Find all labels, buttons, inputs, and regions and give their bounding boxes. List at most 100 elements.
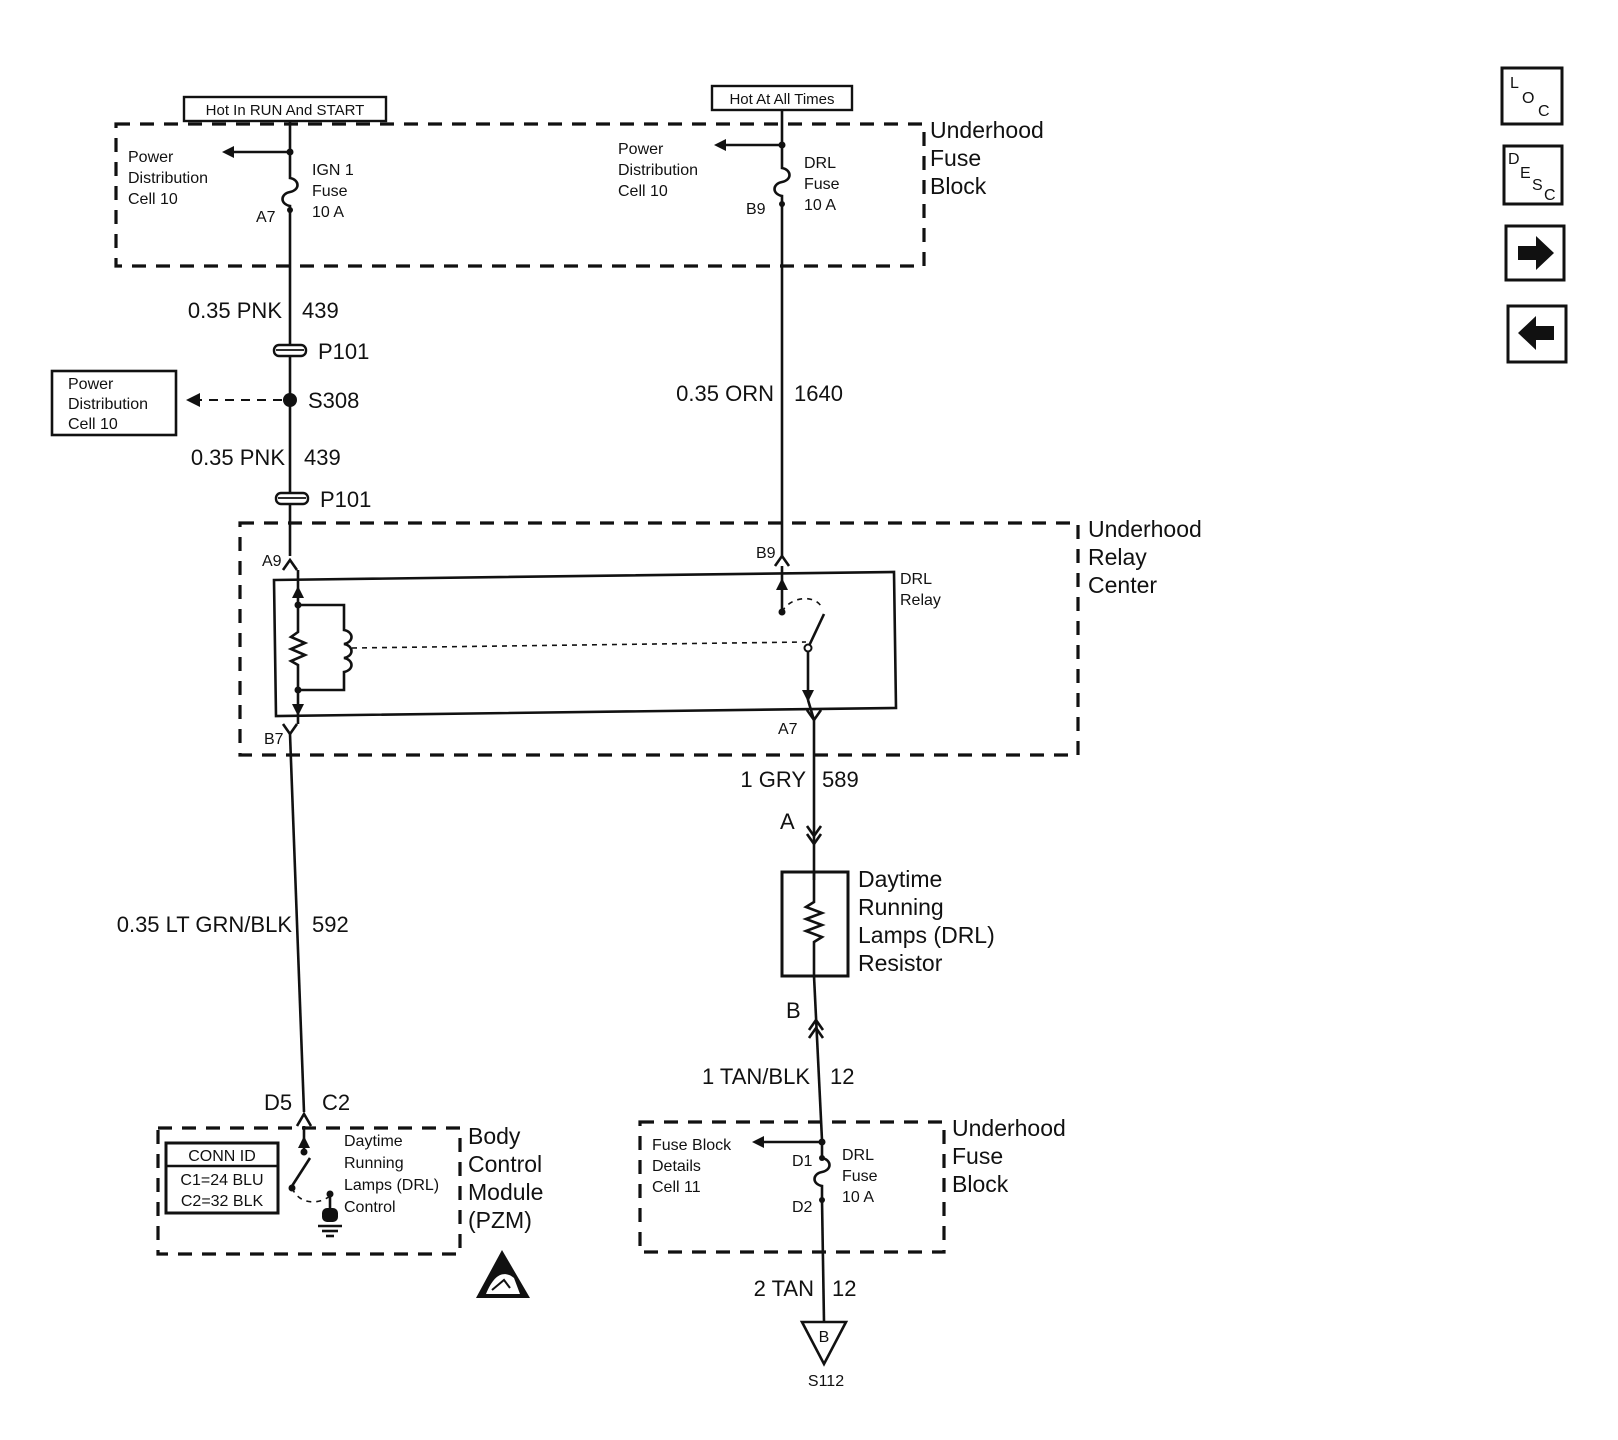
bcm-switch-top: [300, 1148, 308, 1156]
wire-589-color: 1 GRY: [740, 767, 806, 792]
pin-b7: B7: [264, 731, 284, 748]
pin-b-resistor: B: [786, 998, 801, 1023]
coil-arrow-top: [292, 586, 304, 598]
pin-c2: C2: [322, 1090, 350, 1115]
desc-s: S: [1532, 177, 1543, 194]
top-right-power-3: Cell 10: [618, 183, 668, 200]
ign1-fuse-1: IGN 1: [312, 162, 354, 179]
desc-c: C: [1544, 187, 1556, 204]
wire-12-tan-num: 12: [832, 1276, 856, 1301]
switch-out: [806, 699, 816, 721]
p101-connector-lower: [274, 491, 310, 506]
s308-label: S308: [308, 388, 359, 413]
p101-connector-upper: [272, 343, 308, 358]
side-box-line-1: Power: [68, 376, 114, 393]
loc-o: O: [1522, 90, 1534, 107]
wire-439-color-1: 0.35 PNK: [188, 298, 282, 323]
fuse-block-bottom-title-2: Fuse: [952, 1143, 1003, 1169]
details-arrow-head: [752, 1136, 764, 1148]
relay-linkage-dashed: [351, 641, 807, 649]
top-left-arrow-head: [222, 146, 234, 158]
wire-439-color-2: 0.35 PNK: [191, 445, 285, 470]
pin-b9-top: B9: [746, 201, 766, 218]
pin-a-resistor: A: [780, 809, 795, 834]
wire-439-num-1: 439: [302, 298, 339, 323]
switch-arrow-top: [776, 578, 788, 590]
wire-1640-num: 1640: [794, 381, 843, 406]
drl-fuse-bottom-3: 10 A: [842, 1189, 874, 1206]
loc-c: C: [1538, 103, 1550, 120]
bcm-control-1: Daytime: [344, 1133, 403, 1150]
top-right-arrow-head: [714, 139, 726, 151]
resistor-label-2: Running: [858, 894, 944, 920]
hot-run-start-label: Hot In RUN And START: [206, 102, 365, 119]
ground-s112: S112: [808, 1373, 844, 1390]
details-line-1: Fuse Block: [652, 1137, 732, 1154]
switch-arrow-bottom: [802, 690, 814, 702]
drl-relay-box: [272, 570, 898, 718]
wire-592-color: 0.35 LT GRN/BLK: [117, 912, 293, 937]
left-arrow-icon: [1518, 316, 1554, 350]
s308-side-box: [50, 369, 178, 437]
drl-fuse-symbol-bottom: [813, 1140, 831, 1200]
desc-button[interactable]: D E S C: [1502, 144, 1564, 206]
pin-a-connector-1: [805, 825, 823, 839]
drl-fuse-bottom-2: Fuse: [842, 1168, 878, 1185]
a9-connector: [281, 557, 299, 571]
resistor-label-4: Resistor: [858, 950, 943, 976]
fuse-block-bottom-title-1: Underhood: [952, 1115, 1066, 1141]
pin-b9-relay: B9: [756, 545, 776, 562]
wire-b-out: [812, 975, 824, 1141]
prev-button[interactable]: [1506, 304, 1568, 364]
switch-blade: [806, 613, 826, 649]
wire-439-num-2: 439: [304, 445, 341, 470]
coil-arrow-bottom: [292, 704, 304, 716]
ign1-fuse-2: Fuse: [312, 183, 348, 200]
wire-592-num: 592: [312, 912, 349, 937]
hot-all-times-label: Hot At All Times: [729, 91, 834, 108]
wire-12-tanblk-color: 1 TAN/BLK: [702, 1064, 810, 1089]
b7-connector: [281, 723, 299, 737]
resistor-label-3: Lamps (DRL): [858, 922, 995, 948]
wire-592: [288, 733, 306, 1113]
bcm-title-3: Module: [468, 1179, 543, 1205]
underhood-fuse-block-bottom: [638, 1120, 946, 1254]
drl-fuse-top-2: Fuse: [804, 176, 840, 193]
drl-resistor-symbol: [802, 872, 826, 976]
loc-button[interactable]: L O C: [1500, 66, 1564, 126]
switch-dashed-arc: [781, 597, 823, 613]
bcm-title-1: Body: [468, 1123, 521, 1149]
esd-warning-icon: [476, 1250, 530, 1298]
conn-id-c2: C2=32 BLK: [181, 1193, 264, 1210]
drl-fuse-top-3: 10 A: [804, 197, 836, 214]
drl-fuse-pin-d1: [819, 1155, 825, 1161]
ground-b-letter: B: [819, 1329, 830, 1346]
wire-1640-color: 0.35 ORN: [676, 381, 774, 406]
side-box-line-3: Cell 10: [68, 416, 118, 433]
next-button[interactable]: [1504, 224, 1566, 282]
loc-l: L: [1510, 75, 1519, 92]
wire-12-tanblk-num: 12: [830, 1064, 854, 1089]
s308-branch-arrow: [186, 393, 200, 407]
pin-a-connector-2: [805, 833, 823, 847]
conn-id-title: CONN ID: [188, 1148, 256, 1165]
drl-fuse-top-1: DRL: [804, 155, 836, 172]
side-box-line-2: Distribution: [68, 396, 148, 413]
pin-d5: D5: [264, 1090, 292, 1115]
details-line-2: Details: [652, 1158, 701, 1175]
bcm-ground-body: [322, 1208, 338, 1222]
underhood-relay-center: [238, 521, 1080, 757]
b9-connector: [773, 553, 791, 567]
top-left-power-2: Distribution: [128, 170, 208, 187]
drl-relay-label-2: Relay: [900, 592, 941, 609]
coil-parallel: [298, 603, 353, 692]
drl-fuse-bottom-1: DRL: [842, 1147, 874, 1164]
hot-run-start-box: [182, 95, 388, 123]
relay-center-title-2: Relay: [1088, 544, 1147, 570]
pin-b-connector-1: [807, 1017, 825, 1031]
relay-center-title-3: Center: [1088, 572, 1157, 598]
pin-b-connector-2: [807, 1025, 825, 1039]
resistor-label-1: Daytime: [858, 866, 942, 892]
bcm-title-2: Control: [468, 1151, 542, 1177]
p101-label-lower: P101: [320, 487, 371, 512]
